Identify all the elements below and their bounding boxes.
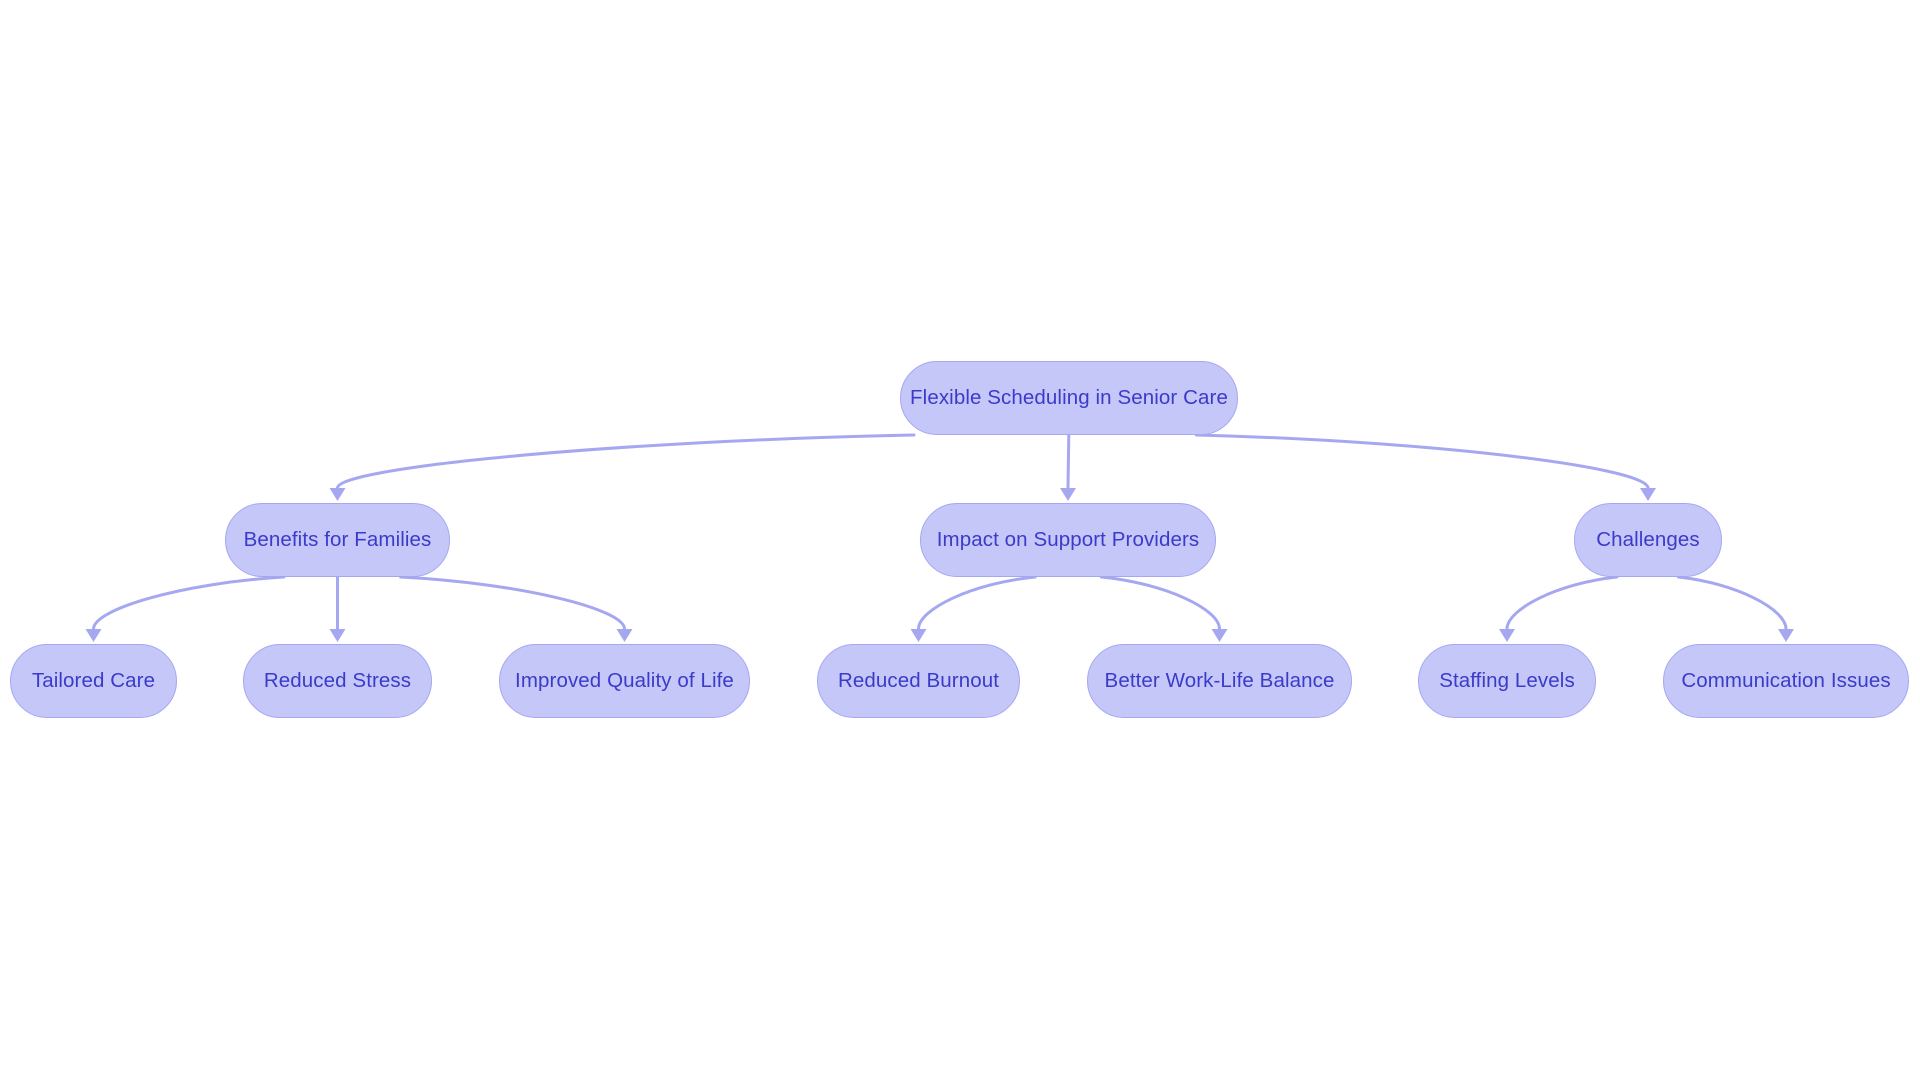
edge-root-benefits — [336, 433, 916, 490]
arrowhead-impact-reduced-burnout — [910, 629, 927, 642]
edge-root-impact — [1066, 433, 1071, 490]
arrowhead-root-challenges — [1640, 488, 1656, 501]
node-label-reduced-burnout: Reduced Burnout — [837, 668, 1000, 692]
node-benefits[interactable]: Benefits for Families — [225, 503, 450, 577]
edge-challenges-communication-issues — [1676, 575, 1788, 631]
node-label-impact: Impact on Support Providers — [936, 527, 1200, 551]
node-tailored-care[interactable]: Tailored Care — [10, 644, 177, 718]
node-label-better-work-life-balance: Better Work-Life Balance — [1104, 668, 1335, 692]
arrowhead-root-impact — [1060, 488, 1076, 501]
node-impact[interactable]: Impact on Support Providers — [920, 503, 1216, 577]
node-root[interactable]: Flexible Scheduling in Senior Care — [900, 361, 1238, 435]
node-improved-quality-of-life[interactable]: Improved Quality of Life — [499, 644, 750, 718]
arrowhead-benefits-improved-quality-of-life — [616, 629, 633, 642]
node-label-benefits: Benefits for Families — [243, 527, 432, 551]
edge-benefits-tailored-care — [92, 575, 286, 631]
edge-root-challenges — [1194, 433, 1650, 490]
arrowhead-challenges-staffing-levels — [1499, 629, 1515, 642]
node-label-tailored-care: Tailored Care — [31, 668, 156, 692]
arrowhead-root-benefits — [329, 488, 346, 501]
edge-impact-reduced-burnout — [917, 575, 1037, 631]
node-communication-issues[interactable]: Communication Issues — [1663, 644, 1909, 718]
arrowhead-benefits-tailored-care — [85, 629, 102, 642]
arrowhead-impact-better-work-life-balance — [1211, 629, 1228, 642]
node-label-improved-quality-of-life: Improved Quality of Life — [515, 668, 734, 692]
arrowhead-challenges-communication-issues — [1778, 629, 1794, 642]
node-challenges[interactable]: Challenges — [1574, 503, 1722, 577]
node-reduced-stress[interactable]: Reduced Stress — [243, 644, 432, 718]
node-label-challenges: Challenges — [1596, 527, 1700, 551]
node-label-staffing-levels: Staffing Levels — [1439, 668, 1575, 692]
arrowhead-benefits-reduced-stress — [329, 629, 346, 642]
edge-impact-better-work-life-balance — [1099, 575, 1221, 631]
node-label-communication-issues: Communication Issues — [1681, 668, 1891, 692]
edge-challenges-staffing-levels — [1505, 575, 1619, 631]
node-label-reduced-stress: Reduced Stress — [263, 668, 412, 692]
node-better-work-life-balance[interactable]: Better Work-Life Balance — [1087, 644, 1352, 718]
node-reduced-burnout[interactable]: Reduced Burnout — [817, 644, 1020, 718]
node-staffing-levels[interactable]: Staffing Levels — [1418, 644, 1596, 718]
node-label-root: Flexible Scheduling in Senior Care — [910, 385, 1228, 409]
edge-benefits-improved-quality-of-life — [399, 575, 626, 631]
